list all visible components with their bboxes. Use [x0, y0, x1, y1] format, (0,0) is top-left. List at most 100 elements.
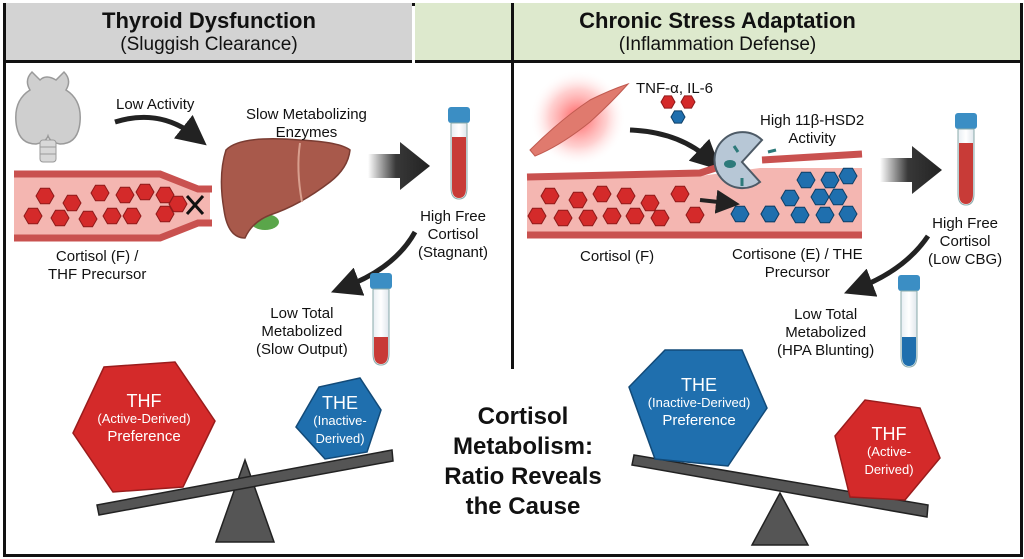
metabolite-desc: Derived) — [864, 462, 914, 477]
test-tube-icon — [448, 107, 470, 200]
low-activity-label: Low Activity — [116, 96, 195, 113]
liver-icon — [220, 138, 351, 239]
cortisol-hexagon — [592, 185, 612, 203]
label-line: Cortisol — [427, 226, 479, 243]
cortisol-hexagon — [168, 195, 188, 213]
thf-heavy-label: THF (Active-Derived) Preference — [84, 392, 204, 446]
label-line: (Low CBG) — [928, 251, 1003, 268]
cortisol-hexagon — [540, 187, 560, 205]
enzyme-pacman-icon — [713, 131, 777, 190]
high-free-cortisol-label: High Free Cortisol (Stagnant) — [418, 208, 488, 262]
low-total-metabolized-label: Low Total Metabolized (HPA Blunting) — [777, 306, 874, 360]
label-line: Metabolized — [261, 323, 343, 340]
cortisol-hexagon — [553, 209, 573, 227]
fulcrum-icon — [214, 457, 276, 543]
cortisone-hexagon — [810, 188, 830, 206]
the-heavy-label: THE (Inactive-Derived) Preference — [636, 376, 762, 430]
fulcrum-icon — [750, 491, 810, 546]
cortisone-hexagon — [760, 205, 780, 223]
cortisone-hexagon — [838, 167, 858, 185]
cortisol-hexagon — [50, 209, 70, 227]
cortisone-label: Cortisone (E) / THE Precursor — [732, 246, 863, 282]
right-balance-scale — [628, 349, 941, 546]
cortisol-hexagon — [650, 209, 670, 227]
cortisol-hexagon — [578, 209, 598, 227]
title-line: Cortisol — [477, 403, 569, 430]
cytokines-label: TNF-α, IL-6 — [636, 80, 714, 97]
label-line: Cortisol (F) / — [55, 248, 139, 265]
label-line: High 11β-HSD2 — [760, 112, 865, 129]
cortisol-hexagon — [23, 207, 43, 225]
cortisol-hexagon — [685, 206, 705, 224]
title-line: Ratio Reveals — [444, 463, 602, 490]
cortisol-hexagon — [115, 186, 135, 204]
test-tube-icon — [955, 113, 977, 206]
label-line: Cortisol — [939, 233, 991, 250]
cortisol-hexagon — [527, 207, 547, 225]
cortisol-hexagon — [135, 183, 155, 201]
panel-header-thyroid: Thyroid Dysfunction (Sluggish Clearance) — [6, 3, 412, 63]
test-tube-icon — [898, 275, 920, 368]
label-line: High Free — [420, 208, 486, 225]
flow-arrow — [880, 146, 942, 194]
panel-subtitle: (Sluggish Clearance) — [120, 34, 298, 55]
cortisol-hexagon — [122, 207, 142, 225]
metabolite-name: THF — [871, 424, 907, 444]
cortisol-hexagon — [78, 210, 98, 228]
metabolite-desc: (Active-Derived) — [97, 411, 191, 426]
cortisone-hexagon — [828, 188, 848, 206]
the-light-hexagon — [295, 377, 382, 460]
cortisol-label: Cortisol (F) — [580, 248, 655, 265]
metabolite-desc: Preference — [662, 412, 736, 429]
the-light-label: THE (Inactive- Derived) — [305, 394, 375, 448]
cortisol-hexagon — [625, 207, 645, 225]
cortisol-hexagon — [640, 194, 660, 212]
label-line: Activity — [788, 130, 836, 147]
label-line: (Slow Output) — [256, 341, 348, 358]
panel-title: Thyroid Dysfunction — [102, 8, 316, 33]
cortisol-hexagon — [568, 191, 588, 209]
scale-beam — [631, 454, 929, 518]
cortisone-hexagon — [838, 205, 858, 223]
metabolite-desc: Derived) — [315, 431, 365, 446]
left-balance-scale — [72, 361, 394, 543]
metabolite-name: THE — [681, 375, 717, 395]
cytokine-molecules — [660, 95, 696, 124]
cortisol-molecules — [527, 185, 705, 227]
inflamed-muscle-icon — [529, 70, 630, 166]
cortisone-hexagon — [796, 171, 816, 189]
metabolite-desc: (Inactive- — [313, 413, 367, 428]
output-arrow — [330, 230, 418, 296]
thyroid-icon — [15, 70, 81, 163]
the-heavy-hexagon — [628, 349, 768, 467]
cortisone-molecules — [730, 167, 858, 224]
label-line: (Stagnant) — [418, 244, 489, 261]
high-free-cortisol-label: High Free Cortisol (Low CBG) — [928, 215, 1002, 269]
cortisol-hexagon — [35, 187, 55, 205]
flow-arrow — [368, 142, 430, 190]
thf-light-label: THF (Active- Derived) — [852, 425, 926, 479]
cytokine-hexagon — [660, 95, 676, 109]
conversion-arrow — [699, 189, 740, 214]
panel-subtitle: (Inflammation Defense) — [618, 34, 817, 55]
cortisone-hexagon — [815, 206, 835, 224]
thf-light-hexagon — [834, 399, 941, 501]
low-total-metabolized-label: Low Total Metabolized (Slow Output) — [256, 305, 348, 359]
test-tube-icon — [370, 273, 392, 366]
low-activity-arrow — [114, 114, 207, 146]
inflammation-arrow — [629, 127, 721, 171]
cortisone-hexagon — [790, 206, 810, 224]
label-line: Precursor — [764, 264, 830, 281]
metabolite-name: THE — [322, 393, 358, 413]
cortisol-hexagon — [670, 185, 690, 203]
cortisone-hexagon — [820, 171, 840, 189]
cortisol-molecules — [23, 183, 188, 228]
cytokine-hexagon — [680, 95, 696, 109]
label-line: THF Precursor — [48, 266, 147, 283]
metabolite-desc: Preference — [107, 428, 181, 445]
label-line: Slow Metabolizing — [246, 106, 367, 123]
cortisol-hexagon — [90, 184, 110, 202]
label-line: Low Total — [270, 305, 334, 322]
